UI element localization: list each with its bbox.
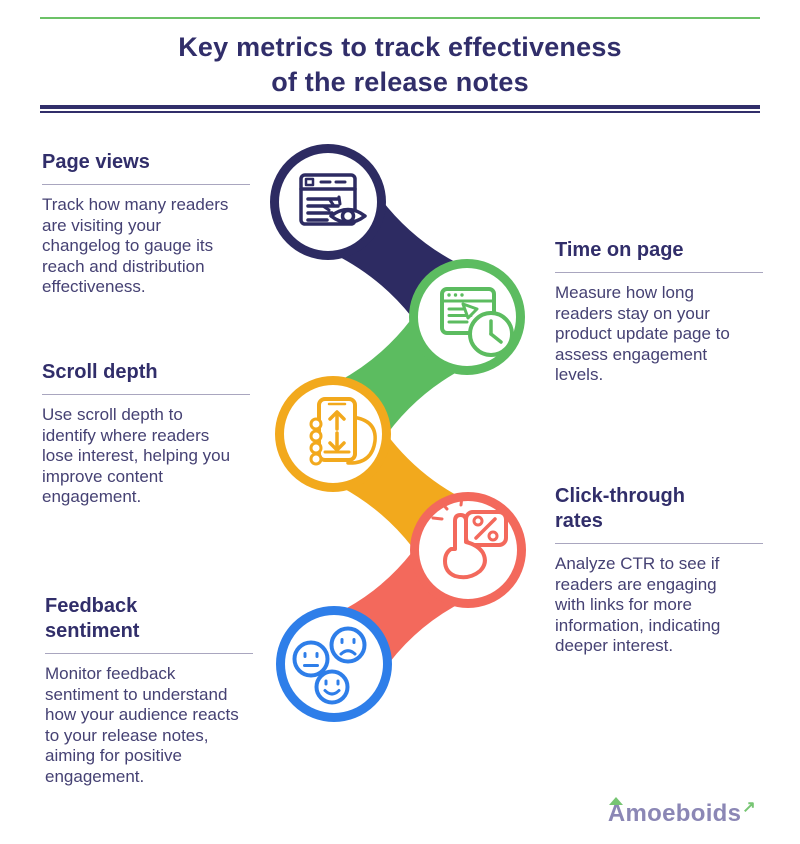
section-feedback-sentiment: Feedback sentiment Monitor feedback sent…	[45, 594, 285, 787]
amoeboids-logo: Amoeboids↗	[608, 795, 756, 827]
section-time-on-page: Time on page Measure how long readers st…	[555, 238, 790, 386]
section-divider	[45, 653, 253, 654]
top-green-divider	[40, 17, 760, 19]
feedback-sentiment-node	[276, 606, 392, 722]
time-on-page-node	[409, 259, 525, 375]
page-views-node	[270, 144, 386, 260]
amoeboids-wordmark: Amoeboids	[607, 800, 742, 827]
section-description: Use scroll depth to identify where reade…	[42, 405, 231, 506]
section-description: Monitor feedback sentiment to understand…	[45, 664, 239, 786]
title-underline-thick	[40, 105, 760, 109]
browser-clock-icon	[440, 287, 514, 357]
section-description: Measure how long readers stay on your pr…	[555, 283, 730, 384]
growth-arrow-icon: ↗	[742, 799, 756, 816]
section-divider	[555, 272, 763, 273]
page-views-ring	[270, 144, 386, 260]
smiley-faces-icon	[292, 626, 367, 705]
section-divider	[42, 394, 250, 395]
section-divider	[42, 184, 250, 185]
page-title: Key metrics to track effectiveness of th…	[178, 32, 622, 97]
title-underline	[40, 105, 760, 113]
section-scroll-depth: Scroll depth Use scroll depth to identif…	[42, 360, 282, 508]
section-description: Analyze CTR to see if readers are engagi…	[555, 554, 721, 655]
section-divider	[555, 543, 763, 544]
section-click-through-rates: Click-through rates Analyze CTR to see i…	[555, 484, 790, 657]
section-description: Track how many readers are visiting your…	[42, 195, 229, 296]
click-through-rates-node	[410, 492, 526, 608]
click-percent-icon	[431, 494, 508, 580]
browser-eye-icon	[299, 173, 367, 226]
section-title: Scroll depth	[42, 361, 158, 383]
section-title: Page views	[42, 151, 150, 173]
scroll-depth-node	[275, 376, 391, 492]
section-title: Feedback sentiment	[45, 595, 140, 642]
logo-a-green-cap-icon	[608, 797, 623, 805]
section-title: Time on page	[555, 239, 684, 261]
section-page-views: Page views Track how many readers are vi…	[42, 150, 282, 298]
title-underline-thin	[40, 110, 760, 113]
section-title: Click-through rates	[555, 485, 685, 532]
hand-phone-scroll-icon	[309, 397, 377, 466]
